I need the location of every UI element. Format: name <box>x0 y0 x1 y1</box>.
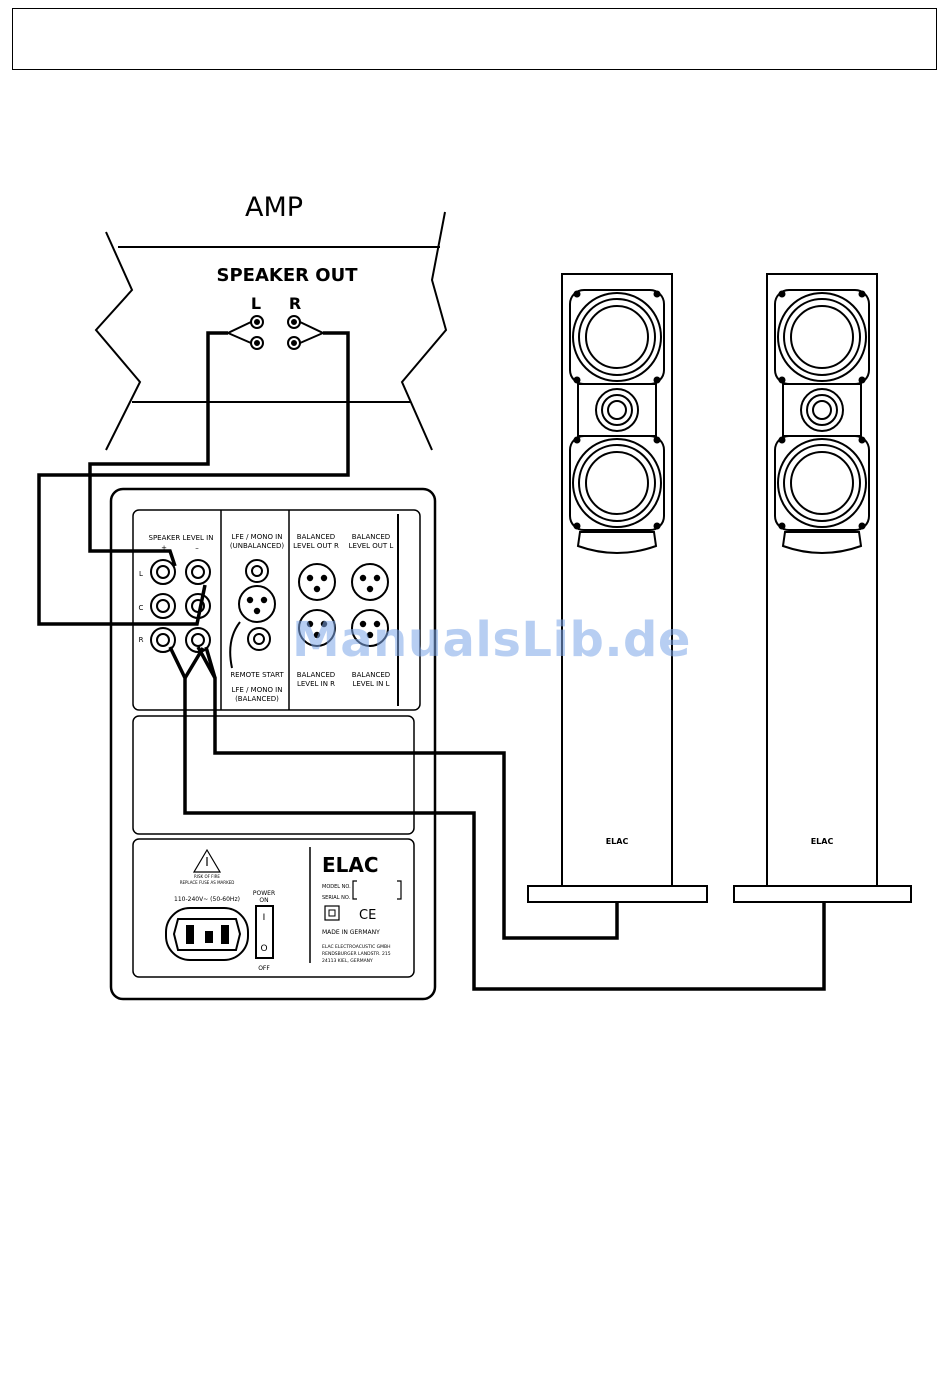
warning-text-1: RISK OF FIRE <box>194 874 220 879</box>
amp-left-label: L <box>251 294 261 313</box>
cable-amp-l-to-sub <box>88 331 228 567</box>
cable-amp-r-to-sub <box>37 331 350 626</box>
power-on-label-1: POWER <box>253 890 275 897</box>
warning-text-2: REPLACE FUSE AS MARKED <box>180 880 235 885</box>
bal-out-r-label-2: LEVEL OUT R <box>293 542 339 550</box>
lfe-balanced-label-1: LFE / MONO IN <box>232 686 283 694</box>
bal-out-l-label-2: LEVEL OUT L <box>349 542 394 550</box>
remote-start-label: REMOTE START <box>230 671 284 679</box>
amp-outline <box>94 211 448 451</box>
bal-out-r-label-1: BALANCED <box>297 533 335 541</box>
double-insulation-icon <box>324 905 340 921</box>
amp-terminals <box>225 315 326 350</box>
amp-right-label: R <box>289 294 301 313</box>
speaker-level-in-label: SPEAKER LEVEL IN <box>149 534 214 542</box>
lfe-unbalanced-label-1: LFE / MONO IN <box>232 533 283 541</box>
speaker-left-badge: ELAC <box>606 837 629 846</box>
company-line-2: RENDSBURGER LANDSTR. 215 <box>322 951 391 957</box>
power-inlet-icon <box>165 907 249 961</box>
made-in-label: MADE IN GERMANY <box>322 929 380 936</box>
minus-label: – <box>195 544 199 552</box>
double-insulation-inner <box>328 909 336 917</box>
ce-mark: CE <box>359 908 376 923</box>
warning-icon <box>192 848 222 873</box>
serial-bracket <box>352 880 402 900</box>
speaker-left <box>527 273 708 903</box>
subwoofer-panel <box>109 487 437 1001</box>
speaker-right <box>733 273 912 903</box>
company-line-3: 24113 KIEL, GERMANY <box>322 958 373 964</box>
company-line-1: ELAC ELECTROACUSTIC GMBH <box>322 944 390 950</box>
bal-out-l-label-1: BALANCED <box>352 533 390 541</box>
speaker-level-terminals <box>150 559 211 653</box>
row-l-label: L <box>139 570 143 578</box>
cables <box>37 331 826 991</box>
plus-label: + <box>161 544 167 552</box>
voltage-label: 110-240V~ (50-60Hz) <box>174 896 240 903</box>
serial-no-label: SERIAL NO. <box>322 895 351 901</box>
amp-title: AMP <box>245 192 303 223</box>
speaker-right-badge: ELAC <box>811 837 834 846</box>
power-on-label-2: ON <box>259 897 268 904</box>
bal-in-r-label-2: LEVEL IN R <box>297 680 335 688</box>
elac-brand: ELAC <box>322 853 379 877</box>
switch-on-mark: I <box>263 913 266 923</box>
lfe-unbalanced-label-2: (UNBALANCED) <box>230 542 284 550</box>
header-box <box>12 8 937 70</box>
off-label: OFF <box>258 965 270 972</box>
balanced-connectors <box>298 563 389 647</box>
bal-in-l-label-2: LEVEL IN L <box>352 680 389 688</box>
bal-in-r-label-1: BALANCED <box>297 671 335 679</box>
power-switch[interactable] <box>255 905 274 959</box>
speaker-out-label: SPEAKER OUT <box>217 265 359 286</box>
sub-sections <box>132 509 421 978</box>
switch-off-mark: O <box>260 944 267 954</box>
lfe-connectors <box>229 559 276 669</box>
model-no-label: MODEL NO. <box>322 884 351 890</box>
bal-in-l-label-1: BALANCED <box>352 671 390 679</box>
row-c-label: C <box>139 604 144 612</box>
lfe-balanced-label-2: (BALANCED) <box>235 695 279 703</box>
row-r-label: R <box>139 636 144 644</box>
